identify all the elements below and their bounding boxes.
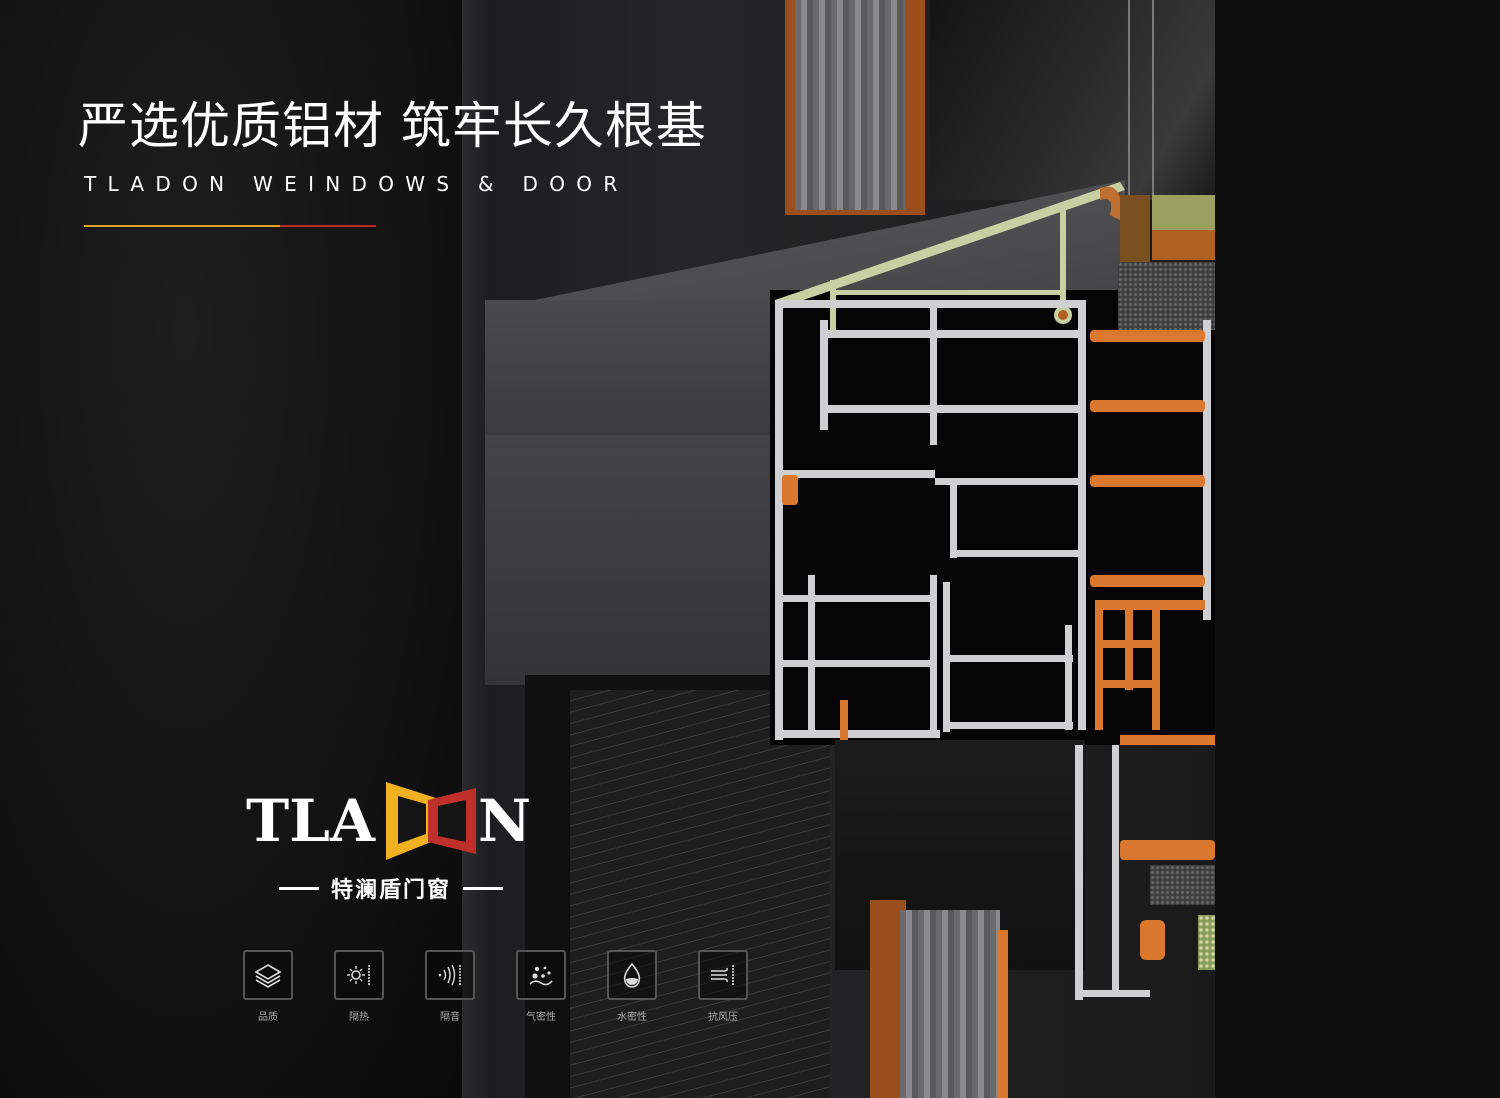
- al-wall: [950, 478, 957, 558]
- page-subtitle: TLADON WEINDOWS & DOOR: [84, 172, 629, 196]
- rolling-shutter: [570, 690, 830, 1098]
- sound-wave-icon: [438, 964, 461, 986]
- al-wall: [780, 660, 935, 667]
- feature-air-tightness: 气密性: [516, 950, 566, 1023]
- logo-chinese-text: 特澜盾门窗: [330, 878, 451, 903]
- logo-letters-left: TLA: [246, 787, 375, 855]
- al-wall: [825, 330, 1085, 338]
- thermal-strip: [1120, 840, 1215, 860]
- al-wall: [825, 405, 1085, 413]
- al-wall: [1078, 300, 1086, 730]
- al-wall: [1203, 320, 1211, 620]
- feature-icon-box: [698, 950, 748, 1000]
- lower-orange-trim: [998, 930, 1008, 1098]
- wind-icon: [711, 965, 734, 986]
- feature-sound-insulation: 隔音: [425, 950, 475, 1023]
- feature-list: 品质 隔热 隔: [243, 950, 748, 1023]
- profile-cross-section: [770, 290, 1215, 745]
- feature-label: 气密性: [526, 1012, 556, 1023]
- feature-icon-box: [243, 950, 293, 1000]
- feature-label: 隔音: [440, 1012, 460, 1023]
- glass-edge-line: [1152, 0, 1154, 250]
- feature-icon-box: [607, 950, 657, 1000]
- logo-dash-left: [278, 886, 319, 890]
- thermal-strip: [1090, 575, 1205, 587]
- sloped-cap-profile: [775, 182, 1215, 330]
- feature-label: 抗风压: [708, 1012, 738, 1023]
- gasket: [840, 700, 848, 745]
- thermal-block: [1095, 640, 1160, 648]
- thermal-block: [1095, 680, 1160, 688]
- thermal-block: [1095, 600, 1103, 730]
- insulation-foam: [1198, 915, 1215, 970]
- al-wall: [950, 550, 1080, 557]
- air-particles-icon: [529, 966, 553, 986]
- door-window-logo-icon: [386, 782, 476, 860]
- al-wall: [930, 575, 937, 735]
- al-wall: [775, 470, 935, 478]
- feature-heat-insulation: 隔热: [334, 950, 384, 1023]
- feature-icon-box: [334, 950, 384, 1000]
- logo-chinese-name: 特澜盾门窗: [246, 872, 536, 904]
- thermal-strip: [1090, 475, 1205, 487]
- thermal-block: [1152, 600, 1160, 730]
- wall-edge: [462, 0, 488, 1098]
- concrete-fill: [1150, 865, 1215, 905]
- thermal-block: [1095, 600, 1205, 610]
- feature-icon-box: [425, 950, 475, 1000]
- glass-edge-line: [1128, 0, 1130, 250]
- sill-face: [485, 300, 785, 450]
- brand-logo: TLA N 特澜盾门窗: [246, 782, 536, 904]
- background-left: [0, 0, 462, 1098]
- thermal-strip: [1090, 400, 1205, 412]
- feature-label: 品质: [258, 1012, 278, 1023]
- al-wall: [935, 478, 1085, 485]
- concrete-fill: [1118, 262, 1215, 330]
- al-wall: [943, 722, 1073, 729]
- al-wall: [943, 655, 1073, 662]
- logo-dash-right: [463, 886, 503, 890]
- feature-quality: 品质: [243, 950, 293, 1023]
- accent-rule-red: [280, 225, 376, 227]
- al-wall: [1065, 625, 1072, 730]
- al-wall: [1075, 745, 1083, 1000]
- al-wall: [820, 320, 828, 430]
- feature-wind-pressure: 抗风压: [698, 950, 748, 1023]
- glass-panel: [930, 0, 1215, 200]
- feature-label: 水密性: [617, 1012, 647, 1023]
- logo-letters-right: N: [478, 787, 532, 855]
- upper-metal-frame: [795, 0, 905, 210]
- accent-rule-gold: [84, 225, 280, 227]
- al-wall: [1112, 745, 1119, 995]
- al-wall: [930, 300, 937, 445]
- al-wall: [775, 300, 783, 740]
- feature-label: 隔热: [349, 1012, 369, 1023]
- water-drop-icon: [623, 962, 641, 988]
- page-headline: 严选优质铝材 筑牢长久根基: [78, 97, 707, 155]
- al-wall: [780, 595, 935, 602]
- al-wall: [808, 575, 815, 735]
- layers-icon: [254, 964, 282, 988]
- sun-heat-icon: [347, 965, 370, 986]
- block-face: [485, 435, 785, 685]
- feature-water-tightness: 水密性: [607, 950, 657, 1023]
- thermal-strip: [1090, 330, 1205, 342]
- al-wall: [780, 730, 940, 738]
- background-right: [1215, 0, 1500, 1098]
- feature-icon-box: [516, 950, 566, 1000]
- thermal-block: [1120, 735, 1215, 745]
- gasket: [1140, 920, 1165, 960]
- gasket: [782, 475, 798, 505]
- lower-metal-frame: [900, 910, 1000, 1098]
